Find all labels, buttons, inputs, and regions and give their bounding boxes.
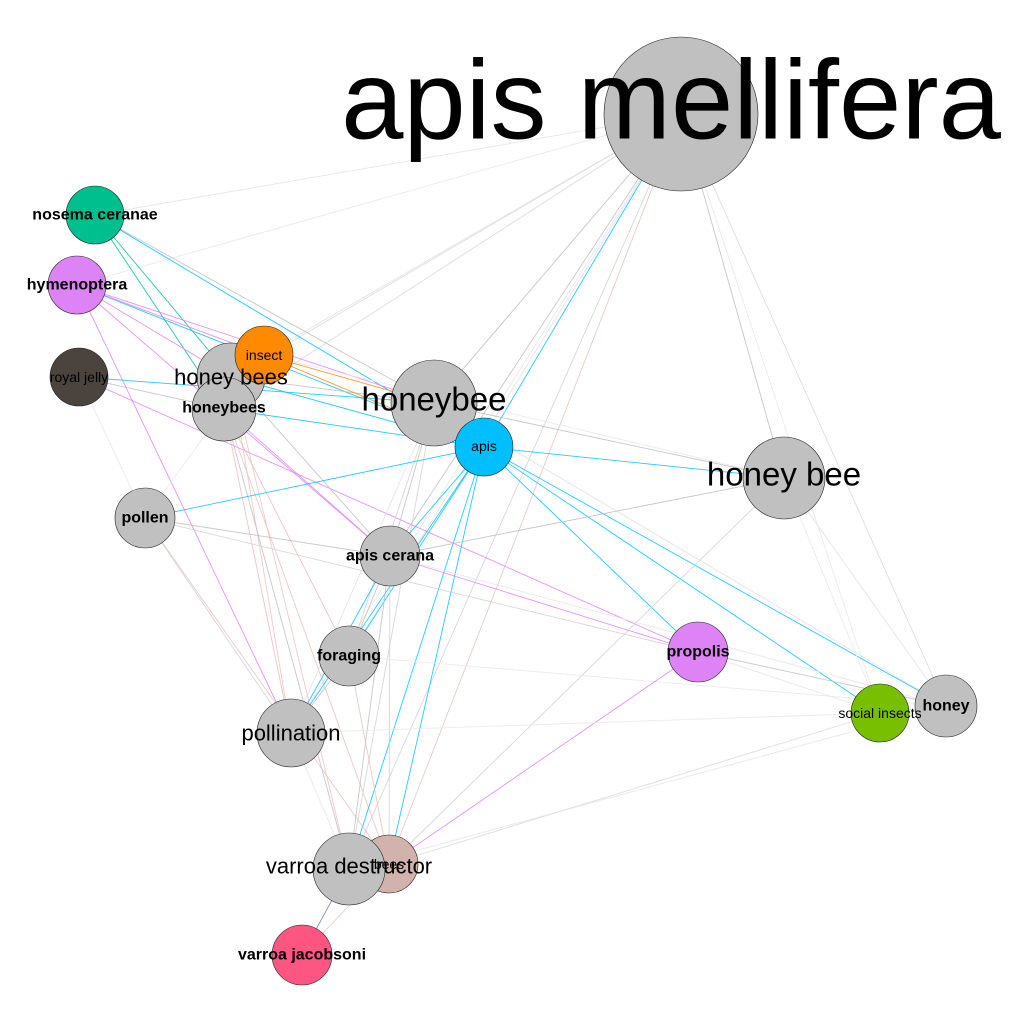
edge-honeybees-bees <box>223 408 390 865</box>
node-honeybees[interactable] <box>191 376 257 442</box>
label-apis: apis <box>471 438 497 454</box>
label-varroa-destructor: varroa destructor <box>266 854 432 879</box>
edge-nosema-ceranae-honey-bees <box>94 214 232 378</box>
node-foraging[interactable] <box>318 625 380 687</box>
label-honey-bees: honey bees <box>174 365 288 390</box>
edge-honey-bee-apis-cerana <box>389 477 785 557</box>
node-propolis[interactable] <box>667 621 729 683</box>
node-nosema-ceranae[interactable] <box>65 185 125 245</box>
label-royal-jelly: royal jelly <box>50 369 108 385</box>
label-insect: insect <box>246 347 283 363</box>
edge-apis-mellifera-insect <box>263 113 682 356</box>
edge-honeybee-honey-bee <box>433 402 785 479</box>
node-honey[interactable] <box>914 674 978 738</box>
label-social-insects: social insects <box>838 705 921 721</box>
node-apis[interactable] <box>454 417 514 477</box>
edge-apis-cerana-honey <box>389 555 947 707</box>
node-layer <box>47 36 978 986</box>
label-bees: bees <box>374 856 404 872</box>
node-honeybee[interactable] <box>390 359 478 447</box>
edge-honey-bee-social-insects <box>783 477 881 714</box>
label-layer: apis mellifera nosema ceranae hymenoptera r… <box>27 38 1002 964</box>
node-hymenoptera[interactable] <box>47 255 107 315</box>
label-hymenoptera: hymenoptera <box>27 277 128 294</box>
node-honey-bee[interactable] <box>742 436 826 520</box>
edge-insect-honey-bee <box>263 354 785 479</box>
edge-nosema-ceranae-honeybee <box>94 214 435 404</box>
edge-apis-honey <box>483 446 947 707</box>
label-foraging: foraging <box>317 648 381 665</box>
label-apis-cerana: apis cerana <box>346 548 434 565</box>
edge-apis-cerana-propolis <box>389 555 699 653</box>
edge-foraging-bees <box>348 655 390 865</box>
node-varroa-jacobsoni[interactable] <box>271 924 333 986</box>
edge-honey-varroa-destructor <box>348 705 947 870</box>
edge-propolis-social-insects <box>697 651 881 714</box>
edge-apis-mellifera-varroa-destructor <box>348 113 682 870</box>
node-royal-jelly[interactable] <box>49 347 109 407</box>
edge-honeybee-varroa-destructor <box>348 402 435 870</box>
edge-pollen-bees <box>144 517 390 865</box>
edge-honeybees-pollination <box>223 408 292 734</box>
label-pollen: pollen <box>121 510 168 527</box>
edge-apis-pollen <box>144 446 485 519</box>
label-varroa-jacobsoni: varroa jacobsoni <box>238 947 366 964</box>
edge-apis-propolis <box>483 446 699 653</box>
label-honeybees: honeybees <box>182 400 266 417</box>
node-insect[interactable] <box>234 325 294 385</box>
label-honey-bee: honey bee <box>707 456 861 493</box>
node-pollen[interactable] <box>114 487 176 549</box>
edge-social-insects-bees <box>388 712 881 865</box>
edge-honeybees-varroa-destructor <box>223 408 350 870</box>
edge-pollination-social-insects <box>290 712 881 734</box>
edge-hymenoptera-pollination <box>76 284 292 734</box>
edge-apis-mellifera-honeybees <box>223 113 682 410</box>
edge-apis-mellifera-bees <box>388 113 682 865</box>
label-honeybee: honeybee <box>362 381 507 418</box>
node-varroa-destructor[interactable] <box>312 832 386 906</box>
edge-honey-bees-varroa-destructor <box>230 376 350 870</box>
edge-honey-bees-apis-cerana <box>230 376 391 557</box>
edge-pollen-pollination <box>144 517 292 734</box>
edge-foraging-honey <box>348 655 947 707</box>
edge-apis-honey-bee <box>483 446 785 479</box>
label-nosema-ceranae: nosema ceranae <box>32 207 158 224</box>
edge-apis-pollination <box>290 446 485 734</box>
edge-honey-bee-honey <box>783 477 947 707</box>
edge-apis-cerana-varroa-destructor <box>348 555 391 870</box>
edge-apis-mellifera-honey <box>680 113 947 707</box>
edge-propolis-bees <box>388 651 699 865</box>
label-apis-mellifera: apis mellifera <box>341 38 1002 163</box>
edge-honeybees-apis-cerana <box>223 408 391 557</box>
edge-royal-jelly-propolis <box>78 376 699 653</box>
edge-apis-mellifera-apis-cerana <box>389 113 682 557</box>
edge-pollen-apis-cerana <box>144 517 391 557</box>
label-honey: honey <box>922 698 969 715</box>
edge-apis-varroa-destructor <box>348 446 485 870</box>
edge-pollen-propolis <box>144 517 699 653</box>
edge-honeybee-honey <box>433 402 947 707</box>
edge-apis-cerana-bees <box>388 555 391 865</box>
node-apis-mellifera[interactable] <box>603 36 759 192</box>
node-apis-cerana[interactable] <box>359 525 421 587</box>
edge-apis-mellifera-social-insects <box>680 113 881 714</box>
edge-honey-bee-bees <box>388 477 785 865</box>
edge-layer <box>76 113 947 956</box>
edge-apis-bees <box>388 446 485 865</box>
edge-apis-mellifera-hymenoptera <box>76 113 682 286</box>
node-pollination[interactable] <box>256 698 326 768</box>
node-social-insects[interactable] <box>850 683 910 743</box>
edge-propolis-honey <box>697 651 947 707</box>
label-pollination: pollination <box>241 721 340 746</box>
edge-apis-social-insects <box>483 446 881 714</box>
edge-apis-mellifera-nosema-ceranae <box>94 113 682 216</box>
edge-honeybees-foraging <box>223 408 350 657</box>
label-propolis: propolis <box>666 644 729 661</box>
